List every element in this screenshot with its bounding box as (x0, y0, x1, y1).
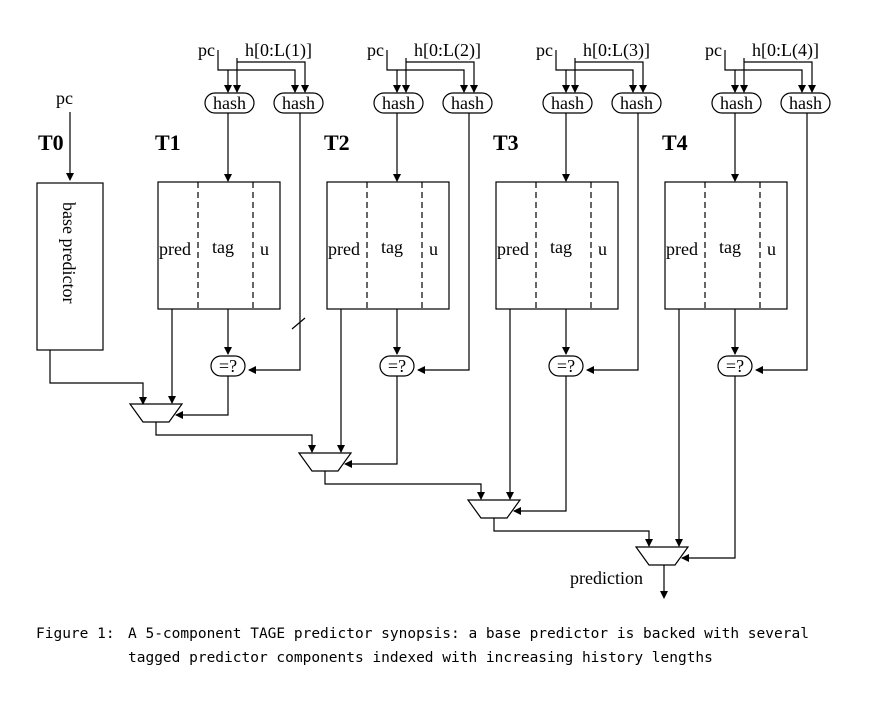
index-hash-label-t1: hash (213, 93, 246, 113)
bus-width-tick-t1 (291, 317, 306, 330)
figure-number: Figure 1: (36, 626, 115, 642)
index-hash-t3 (542, 92, 593, 114)
history-label-t1: h[0:L(1)] (245, 40, 312, 61)
table-box-t3 (495, 181, 619, 310)
tag-hash-to-compare-t2 (417, 113, 470, 374)
history-label-t4: h[0:L(4)] (752, 40, 819, 61)
pc-to-index-hash-t1 (217, 50, 232, 93)
tag-hash-label-t4: hash (789, 93, 822, 113)
table-title-t4: T4 (662, 130, 688, 155)
table-box-t4 (664, 181, 788, 310)
caption-line-2: tagged predictor components indexed with… (128, 650, 713, 666)
index-hash-label-t2: hash (382, 93, 415, 113)
u-field-t1: u (260, 239, 269, 259)
index-hash-t4 (711, 92, 762, 114)
history-to-tag-hash-t4 (744, 61, 816, 93)
table-title-t1: T1 (155, 130, 181, 155)
tag-compare-label-t1: =? (219, 356, 237, 376)
tag-field-t3: tag (550, 237, 572, 257)
tag-hash-label-t2: hash (451, 93, 484, 113)
pc-label-t4: pc (705, 40, 722, 60)
base-pc-label: pc (56, 88, 73, 108)
history-to-tag-hash-t2 (406, 61, 478, 93)
mux-chain-1 (155, 422, 316, 453)
hit-to-mux-t4 (681, 376, 736, 562)
pc-label-t3: pc (536, 40, 553, 60)
tag-compare-label-t2: =? (388, 356, 406, 376)
pc-to-tag-hash-t4 (735, 69, 806, 93)
u-field-t4: u (767, 239, 776, 259)
tag-hash-t3 (611, 92, 662, 114)
history-to-tag-hash-t3 (575, 61, 647, 93)
u-field-t2: u (429, 239, 438, 259)
hit-to-mux-t1 (175, 376, 229, 419)
base-title: T0 (38, 130, 64, 155)
mux-chain-2 (324, 471, 485, 500)
tag-hash-t4 (780, 92, 831, 114)
pred-field-t4: pred (666, 239, 698, 259)
pred-field-t2: pred (328, 239, 360, 259)
mux-t3 (466, 499, 522, 519)
hit-to-mux-t3 (513, 376, 567, 515)
pc-to-index-hash-t4 (724, 50, 739, 93)
mux-chain-3 (493, 518, 653, 547)
figure-caption: Figure 1: A 5-component TAGE predictor sy… (36, 622, 856, 670)
table-box-t1 (157, 181, 281, 310)
tag-hash-to-compare-t1 (248, 113, 301, 374)
pc-label-t2: pc (367, 40, 384, 60)
index-hash-label-t3: hash (551, 93, 584, 113)
history-label-t3: h[0:L(3)] (583, 40, 650, 61)
tag-field-t1: tag (212, 237, 234, 257)
tag-hash-to-compare-t4 (755, 113, 808, 374)
base-predictor-box (36, 182, 104, 351)
pc-to-tag-hash-t2 (397, 69, 468, 93)
base-component: pc T0 base predictor (36, 88, 147, 405)
pc-label-t1: pc (198, 40, 215, 60)
base-to-mux-line (49, 350, 147, 405)
index-hash-label-t4: hash (720, 93, 753, 113)
pc-to-index-hash-t3 (555, 50, 570, 93)
index-hash-t1 (204, 92, 255, 114)
mux-t2 (297, 452, 353, 472)
history-label-t2: h[0:L(2)] (414, 40, 481, 61)
tag-hash-label-t1: hash (282, 93, 315, 113)
u-field-t3: u (598, 239, 607, 259)
mux-chain (128, 309, 736, 566)
pc-to-tag-hash-t3 (566, 69, 637, 93)
history-to-tag-hash-t1 (237, 61, 309, 93)
base-predictor-label: base predictor (59, 202, 79, 303)
pred-field-t3: pred (497, 239, 529, 259)
pc-to-index-hash-t2 (386, 50, 401, 93)
table-title-t3: T3 (493, 130, 519, 155)
table-box-t2 (326, 181, 450, 310)
pc-to-tag-hash-t1 (228, 69, 299, 93)
tag-field-t2: tag (381, 237, 403, 257)
pred-field-t1: pred (159, 239, 191, 259)
prediction-label: prediction (570, 568, 643, 588)
tag-compare-label-t4: =? (726, 356, 744, 376)
tag-hash-t2 (442, 92, 493, 114)
tag-hash-label-t3: hash (620, 93, 653, 113)
caption-line-1: A 5-component TAGE predictor synopsis: a… (128, 626, 809, 642)
mux-t1 (128, 403, 184, 423)
tag-field-t4: tag (719, 237, 741, 257)
tag-hash-t1 (273, 92, 324, 114)
tag-compare-label-t3: =? (557, 356, 575, 376)
hit-to-mux-t2 (344, 376, 398, 468)
index-hash-t2 (373, 92, 424, 114)
tag-hash-to-compare-t3 (586, 113, 639, 374)
table-title-t2: T2 (324, 130, 350, 155)
mux-t4 (634, 546, 690, 566)
